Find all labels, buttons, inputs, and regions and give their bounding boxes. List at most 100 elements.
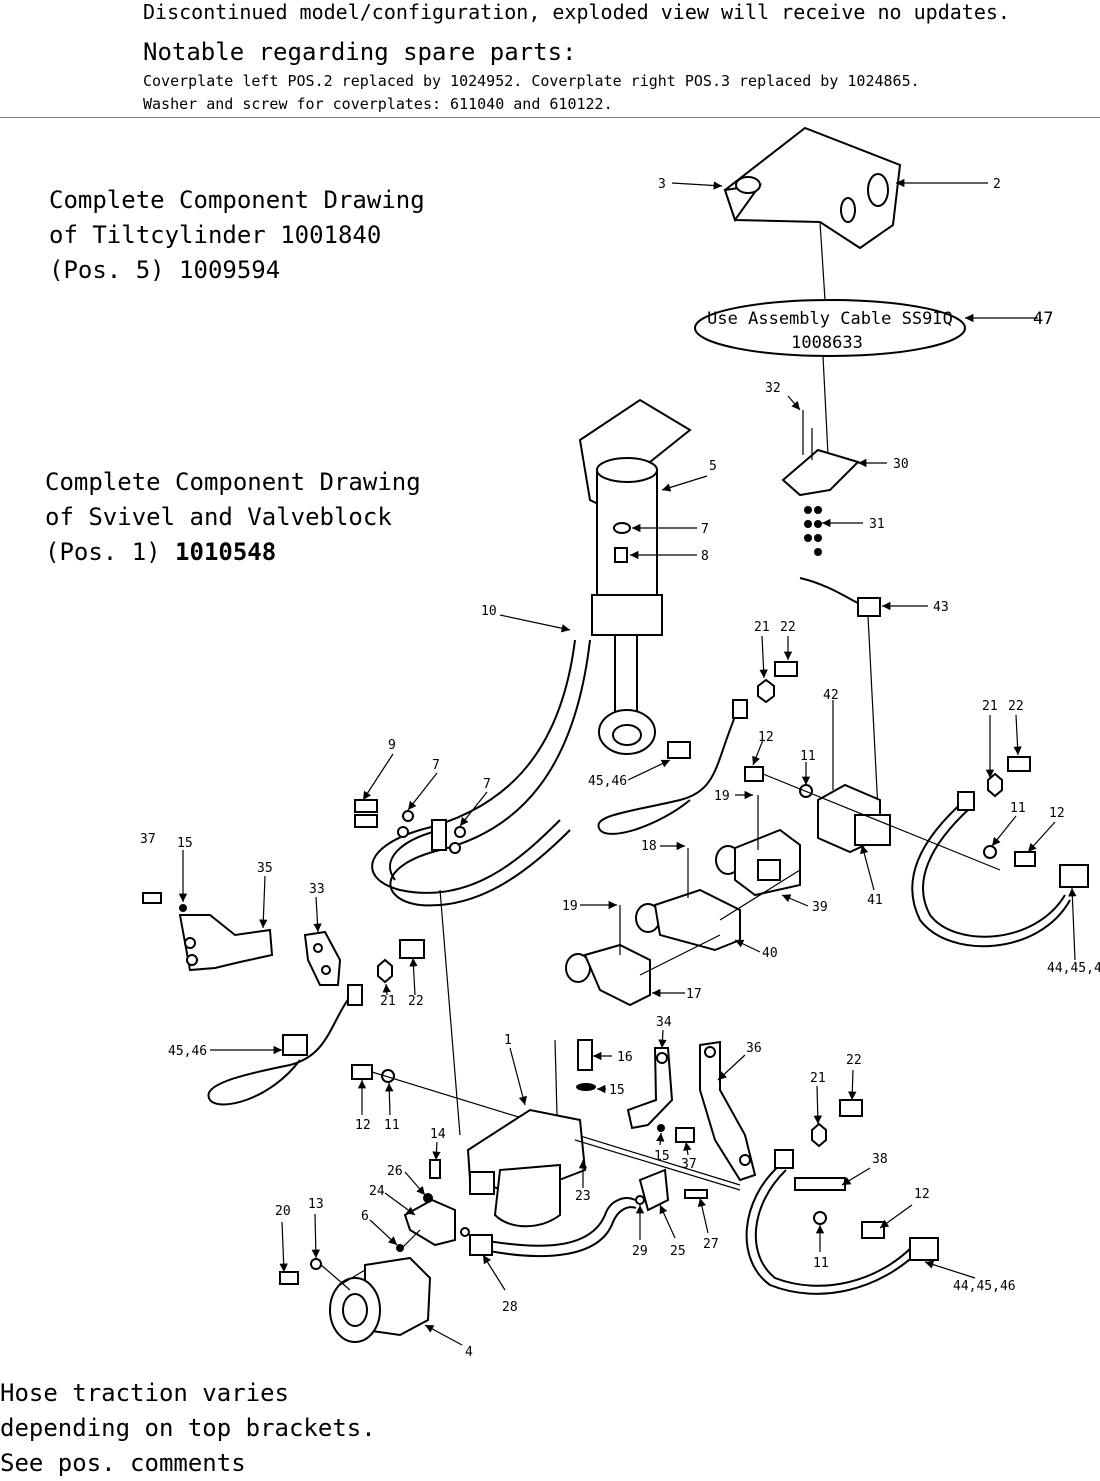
callout-22: 22 xyxy=(846,1053,862,1068)
motor-4 xyxy=(329,1229,432,1343)
callout-21: 21 xyxy=(380,994,396,1009)
spare-parts-note-1: Coverplate left POS.2 replaced by 102495… xyxy=(143,72,920,90)
callout-12: 12 xyxy=(914,1187,930,1202)
callout-7: 7 xyxy=(432,758,440,773)
callout-21: 21 xyxy=(810,1071,826,1086)
callout-44-45-46: 44,45,46 xyxy=(1047,961,1100,976)
callout-22: 22 xyxy=(408,994,424,1009)
callout-22: 22 xyxy=(1008,699,1024,714)
callout-6: 6 xyxy=(361,1209,369,1224)
callout-9: 9 xyxy=(388,738,396,753)
svivel-note: Complete Component Drawing of Svivel and… xyxy=(45,465,421,570)
svivel-note-line: of Svivel and Valveblock xyxy=(45,503,392,531)
callout-45-46: 45,46 xyxy=(588,774,627,789)
cable-callout-line1: Use Assembly Cable SS9IQ xyxy=(707,309,953,329)
coverplate-assembly xyxy=(723,126,902,301)
leader-lines xyxy=(178,178,1077,1346)
cable-callout-ellipse xyxy=(694,299,966,357)
callout-8: 8 xyxy=(701,549,709,564)
callout-15: 15 xyxy=(177,836,193,851)
callout-34: 34 xyxy=(656,1015,672,1030)
hose-traction-note: Hose traction varies depending on top br… xyxy=(0,1376,376,1481)
tiltcylinder-5 xyxy=(578,398,692,755)
spare-parts-note-2: Washer and screw for coverplates: 611040… xyxy=(143,95,613,113)
callout-32: 32 xyxy=(765,381,781,396)
bracket-34 xyxy=(626,1047,695,1143)
callout-36: 36 xyxy=(746,1041,762,1056)
svivel-note-prefix: (Pos. 1) xyxy=(45,538,176,566)
callout-37: 37 xyxy=(681,1157,697,1172)
callout-45-46: 45,46 xyxy=(168,1044,207,1059)
callout-23: 23 xyxy=(575,1189,591,1204)
callout-21: 21 xyxy=(982,699,998,714)
callout-20: 20 xyxy=(275,1204,291,1219)
sensor-43 xyxy=(799,577,881,811)
spare-parts-title: Notable regarding spare parts: xyxy=(143,38,577,66)
callout-15: 15 xyxy=(609,1083,625,1098)
callout-25: 25 xyxy=(670,1244,686,1259)
cable-callout-position: 47 xyxy=(1033,309,1053,329)
callout-19: 19 xyxy=(562,899,578,914)
callout-13: 13 xyxy=(308,1197,324,1212)
callout-12: 12 xyxy=(1049,806,1065,821)
callout-11: 11 xyxy=(1010,801,1026,816)
tiltcylinder-note: Complete Component Drawing of Tiltcylind… xyxy=(49,183,425,288)
callout-44-45-46: 44,45,46 xyxy=(953,1279,1016,1294)
callout-18: 18 xyxy=(641,839,657,854)
callout-3: 3 xyxy=(658,177,666,192)
hose-note-line: depending on top brackets. xyxy=(0,1414,376,1442)
svivel-note-line: Complete Component Drawing xyxy=(45,468,421,496)
callout-12: 12 xyxy=(355,1118,371,1133)
fitting-9 xyxy=(354,799,466,854)
callout-16: 16 xyxy=(617,1050,633,1065)
callout-43: 43 xyxy=(933,600,949,615)
callout-29: 29 xyxy=(632,1244,648,1259)
tiltcylinder-note-line: (Pos. 5) 1009594 xyxy=(49,256,281,284)
callout-2: 2 xyxy=(993,177,1001,192)
callout-15: 15 xyxy=(654,1149,670,1164)
callout-30: 30 xyxy=(893,457,909,472)
callout-14: 14 xyxy=(430,1127,446,1142)
callout-24: 24 xyxy=(369,1184,385,1199)
callout-27: 27 xyxy=(703,1237,719,1252)
callout-10: 10 xyxy=(481,604,497,619)
callout-33: 33 xyxy=(309,882,325,897)
bracket-36 xyxy=(699,1040,757,1182)
tiltcylinder-note-line: of Tiltcylinder 1001840 xyxy=(49,221,382,249)
callout-5: 5 xyxy=(709,459,717,474)
callout-31: 31 xyxy=(869,517,885,532)
callout-38: 38 xyxy=(872,1152,888,1167)
callout-26: 26 xyxy=(387,1164,403,1179)
callout-12: 12 xyxy=(758,730,774,745)
cable-callout-line2: 1008633 xyxy=(791,333,863,353)
callout-35: 35 xyxy=(257,861,273,876)
svivel-note-line: (Pos. 1) 1010548 xyxy=(45,535,421,570)
valve-17 xyxy=(565,905,721,1007)
callout-39: 39 xyxy=(812,900,828,915)
hose-note-line: Hose traction varies xyxy=(0,1379,289,1407)
callout-42: 42 xyxy=(823,688,839,703)
callout-37: 37 xyxy=(140,832,156,847)
callout-11: 11 xyxy=(384,1118,400,1133)
bracket-30 xyxy=(781,410,860,556)
callout-1: 1 xyxy=(504,1033,512,1048)
callout-11: 11 xyxy=(813,1256,829,1271)
callout-40: 40 xyxy=(762,946,778,961)
callout-17: 17 xyxy=(686,987,702,1002)
hose-note-line: See pos. comments xyxy=(0,1449,246,1477)
valveblock-1 xyxy=(439,889,587,1228)
callout-28: 28 xyxy=(502,1300,518,1315)
callout-19: 19 xyxy=(714,789,730,804)
callout-7: 7 xyxy=(483,777,491,792)
tiltcylinder-note-line: Complete Component Drawing xyxy=(49,186,425,214)
callout-21: 21 xyxy=(754,620,770,635)
callout-4: 4 xyxy=(465,1345,473,1360)
callout-11: 11 xyxy=(800,749,816,764)
header-divider xyxy=(0,117,1100,118)
callout-22: 22 xyxy=(780,620,796,635)
discontinued-notice: Discontinued model/configuration, explod… xyxy=(143,0,1010,24)
callout-7: 7 xyxy=(701,522,709,537)
bracket-33 xyxy=(303,930,342,986)
valve-39 xyxy=(715,795,801,897)
